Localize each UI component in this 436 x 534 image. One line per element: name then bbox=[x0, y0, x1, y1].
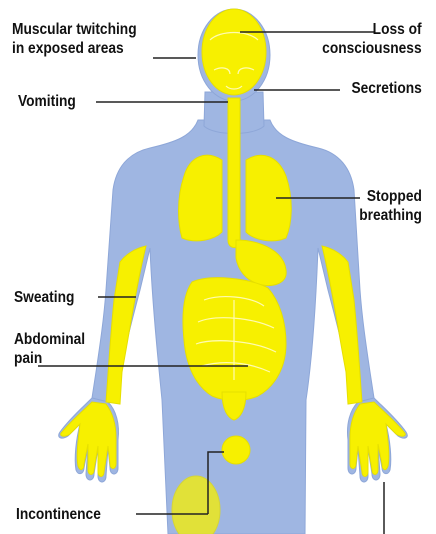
label-abdominal-pain: Abdominal pain bbox=[14, 330, 85, 368]
left-hand-yellow bbox=[61, 402, 116, 477]
label-sweating: Sweating bbox=[14, 288, 74, 307]
head-yellow bbox=[202, 9, 266, 95]
label-secretions: Secretions bbox=[352, 79, 422, 98]
label-incontinence: Incontinence bbox=[16, 505, 101, 524]
label-vomiting: Vomiting bbox=[18, 92, 76, 111]
label-loss-of-consciousness: Loss of consciousness bbox=[323, 20, 422, 58]
right-hand-yellow bbox=[350, 402, 405, 477]
label-muscular-twitching: Muscular twitching in exposed areas bbox=[12, 20, 137, 58]
groin bbox=[222, 436, 250, 464]
label-stopped-breathing: Stopped breathing bbox=[359, 187, 422, 225]
esophagus bbox=[228, 98, 240, 248]
